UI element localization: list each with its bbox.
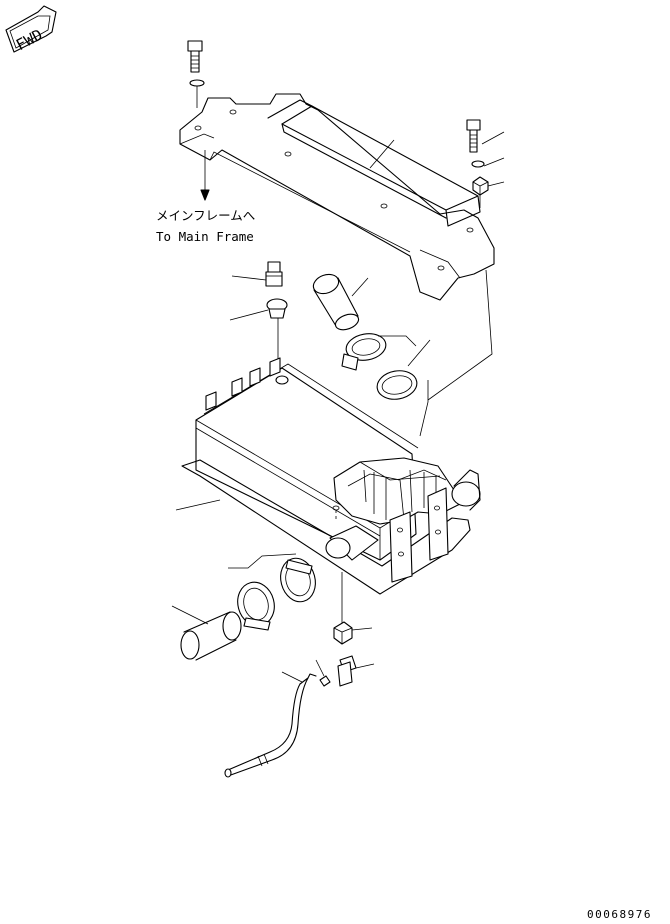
washer-right-icon: [471, 160, 485, 168]
drain-hose: [224, 659, 331, 778]
breather-fitting: [231, 261, 283, 287]
bolt-right-icon: [466, 119, 481, 153]
aftercooler-body: [175, 269, 493, 595]
nut-right-icon: [472, 176, 489, 196]
bolt-left-icon: [187, 40, 203, 73]
fwd-arrow-icon: FWD: [5, 5, 57, 54]
washer-left-icon: [189, 79, 205, 87]
mounting-bracket: [179, 40, 505, 301]
plug-top-icon: [275, 375, 289, 385]
note-en: To Main Frame: [156, 229, 254, 244]
hose-upper: [312, 273, 369, 331]
note-jp: メインフレームへ: [156, 208, 255, 223]
clamp-lower: [228, 553, 316, 631]
drawing-number: 00068976: [587, 908, 652, 921]
hose-lower: [171, 605, 242, 661]
drain-fitting: [333, 572, 375, 687]
fitting-ring: [229, 298, 288, 372]
clamp-upper: [341, 333, 431, 400]
